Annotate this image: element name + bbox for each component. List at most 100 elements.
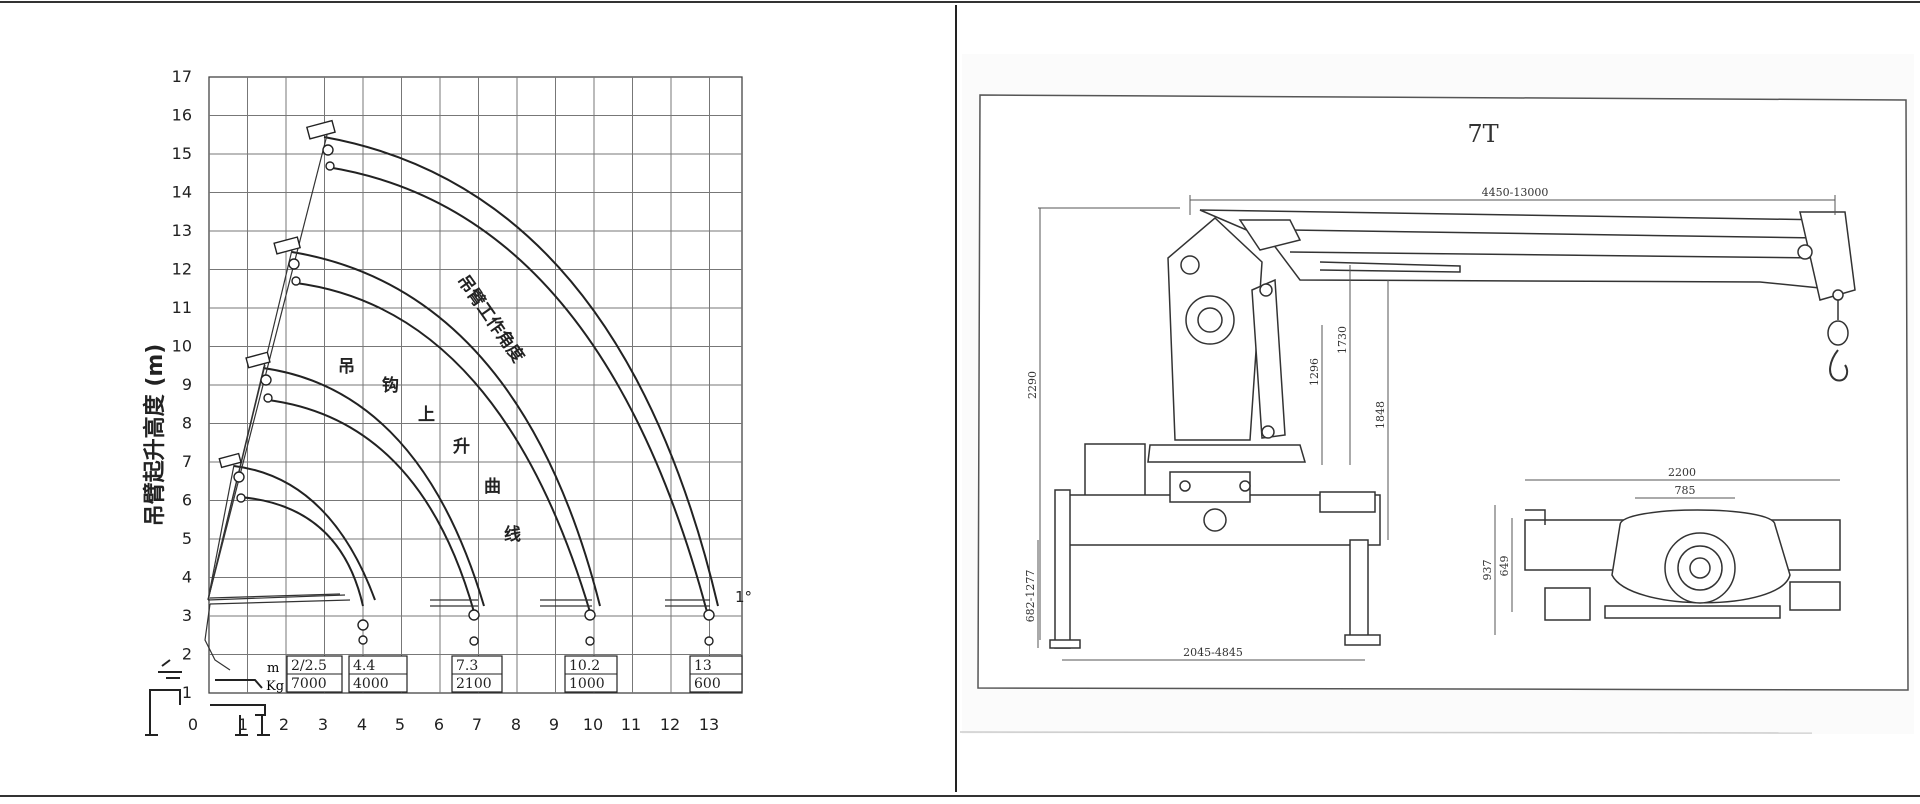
- y-tick-label: 17: [172, 67, 192, 86]
- crane-column: [1147, 216, 1307, 463]
- hook-curve-char: 钩: [382, 375, 399, 396]
- unit-kg: Kg: [266, 679, 284, 694]
- dim-1730: 1730: [1336, 326, 1349, 354]
- top-box-right: [1789, 581, 1841, 611]
- x-tick-label: 8: [511, 715, 521, 734]
- y-tick-label: 1: [182, 683, 192, 702]
- dim-top-depth: 937: [1481, 560, 1494, 581]
- crane-base-icons: [145, 659, 270, 736]
- y-tick-label: 13: [172, 221, 192, 240]
- leg-left: [1054, 489, 1071, 649]
- y-tick-label: 8: [182, 414, 192, 433]
- y-tick-label: 6: [182, 491, 192, 510]
- boom-heads: [218, 119, 715, 646]
- boom-tip: [1799, 211, 1856, 301]
- load-radius: 10.2: [569, 658, 600, 674]
- dim-top-width: 2200: [1668, 466, 1696, 479]
- hook-block: [1827, 320, 1849, 346]
- y-tick-label: 14: [172, 183, 192, 202]
- x-tick-label: 12: [660, 715, 680, 734]
- y-tick-label: 7: [182, 452, 192, 471]
- dim-leg-span: 2045-4845: [1183, 646, 1243, 659]
- top-view: [1524, 509, 1841, 621]
- load-table: m Kg 2/2.570004.440007.3210010.210001360…: [266, 655, 743, 694]
- x-tick-label: 6: [434, 715, 444, 734]
- y-tick-label: 5: [182, 529, 192, 548]
- boom-head-16: [305, 119, 336, 171]
- crane-boom: [1199, 209, 1856, 382]
- x-tick-label: 5: [395, 715, 405, 734]
- hook-curve-char: 升: [453, 437, 470, 457]
- y-tick-label: 3: [182, 606, 192, 625]
- crane-base-left: [149, 689, 181, 725]
- y-axis-title: 吊臂起升高度 (m): [142, 344, 168, 527]
- crane-base-right: [210, 704, 266, 716]
- retracted-booms: [204, 593, 710, 671]
- hook-curve-char: 线: [504, 524, 521, 545]
- y-tick-label: 12: [172, 260, 192, 279]
- dim-total-height: 2290: [1026, 371, 1039, 399]
- boom-curve-3: [291, 251, 601, 607]
- tip-pulley: [1797, 244, 1813, 260]
- load-radius: 13: [694, 658, 712, 674]
- load-weight: 7000: [291, 676, 327, 692]
- crane-base: [1049, 443, 1381, 649]
- y-tick-label: 16: [172, 106, 192, 125]
- unit-m: m: [267, 661, 279, 676]
- x-tick-label: 9: [549, 715, 559, 734]
- hook-end-4: [703, 609, 715, 646]
- boom-head-7: [218, 452, 246, 503]
- turntable: [1147, 444, 1307, 463]
- drawing-frame: [977, 94, 1909, 691]
- dim-boom-reach: 4450-13000: [1482, 186, 1549, 199]
- dim-top-depth-inner: 649: [1498, 556, 1511, 577]
- x-tick-label: 4: [357, 715, 367, 734]
- dim-leg-height: 682-1277: [1024, 570, 1037, 623]
- y-tick-label: 11: [172, 298, 192, 317]
- hook-end-1: [357, 619, 369, 645]
- boom-curve-2: [262, 367, 485, 607]
- leg-right: [1349, 539, 1369, 641]
- dim-top-inner: 785: [1675, 484, 1696, 497]
- top-dimension-lines: [1494, 479, 1840, 635]
- y-tick-label: 9: [182, 375, 192, 394]
- x-tick-label: 0: [188, 715, 198, 734]
- hook-end-2: [468, 609, 480, 646]
- y-tick-label: 15: [172, 144, 192, 163]
- load-weight: 2100: [456, 676, 492, 692]
- load-weight: 4000: [353, 676, 389, 692]
- dim-1848: 1848: [1374, 401, 1387, 429]
- hook-curve-char: 曲: [484, 477, 501, 497]
- dimension-lines: [1037, 195, 1836, 661]
- load-radius: 2/2.5: [291, 658, 327, 674]
- crane-drawing: 7T: [959, 54, 1914, 734]
- angle-label: 1°: [735, 588, 752, 606]
- y-tick-label: 2: [182, 645, 192, 664]
- boom-curve-1: [233, 465, 376, 601]
- x-tick-label: 13: [699, 715, 719, 734]
- boom-window: [1238, 219, 1302, 251]
- x-tick-label: 1: [238, 715, 248, 734]
- top-box-left: [1544, 587, 1591, 621]
- boom-lines: [207, 134, 346, 601]
- hydraulic-cylinder: [1251, 278, 1286, 439]
- top-dimension-labels: 2200 785 937 649: [1481, 466, 1696, 581]
- boom-angle-curve: [323, 136, 719, 607]
- x-tick-label: 7: [472, 715, 482, 734]
- hook-curve-2: [267, 399, 475, 613]
- y-tick-label: 4: [182, 568, 192, 587]
- load-weight: 600: [694, 676, 721, 692]
- hook-curve-4: [326, 166, 708, 613]
- hook-curve-3: [295, 282, 591, 613]
- hook-curve-char: 上: [418, 405, 435, 425]
- hook-curves: [233, 136, 719, 613]
- x-tick-label: 3: [318, 715, 328, 734]
- boom-angle-label: 吊臂工作角度: [453, 271, 529, 367]
- x-tick-label: 11: [621, 715, 641, 734]
- boom-head-9: [245, 351, 273, 403]
